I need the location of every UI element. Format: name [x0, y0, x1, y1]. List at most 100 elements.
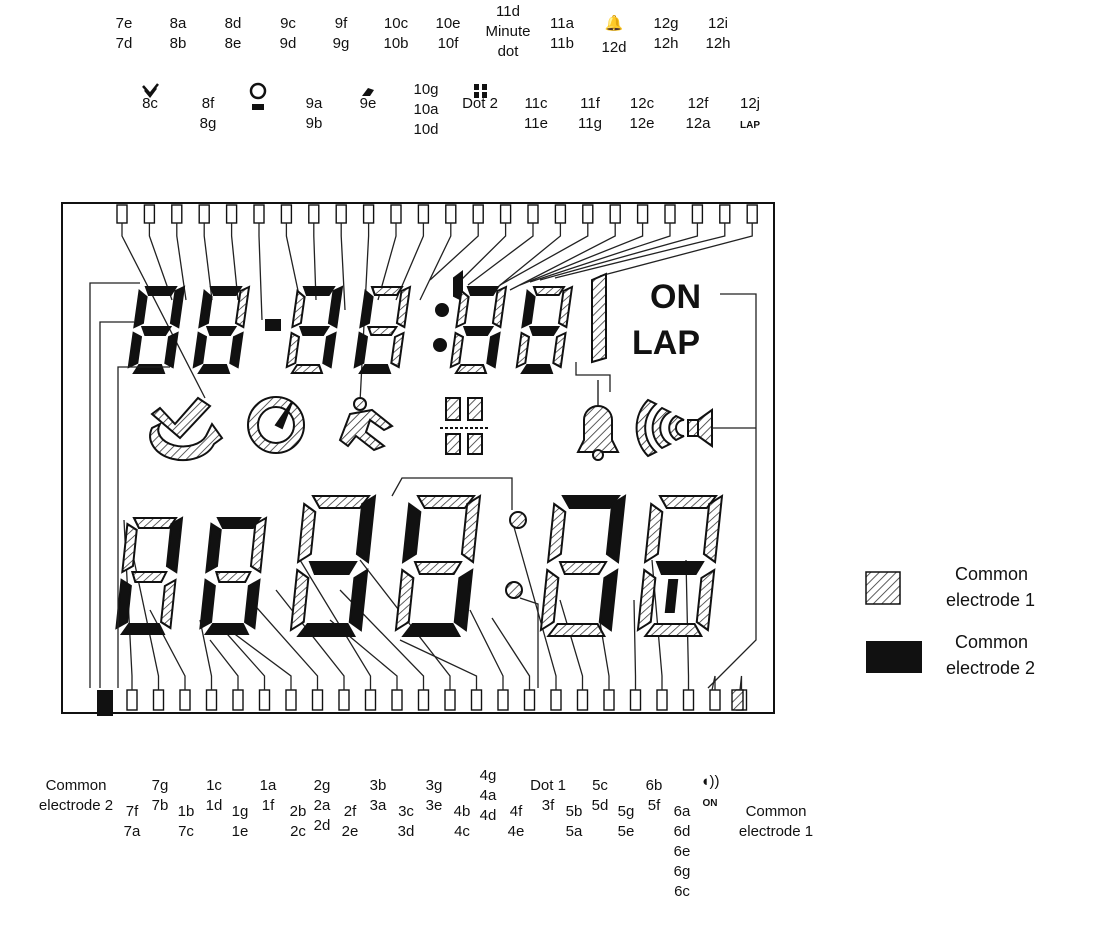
top-pin-label: 8f [202, 95, 215, 112]
bottom-pin [656, 689, 668, 711]
top-pin-label: 8e [225, 35, 242, 52]
top-pin-label: 10d [413, 121, 438, 138]
top-pin [280, 204, 293, 224]
chrono-glyph-icon [142, 83, 159, 99]
bottom-pin-label: 6e [674, 843, 691, 860]
bottom-pin-label: ON [703, 798, 718, 809]
bottom-pin [523, 689, 536, 711]
top-wire [529, 223, 671, 283]
bottom-pin-label: 5c [592, 777, 608, 794]
top-pin-label: 9g [333, 35, 350, 52]
top-pin [636, 204, 649, 224]
top-wire [519, 223, 644, 286]
bottom-pin-label: 7f [126, 803, 139, 820]
top-pin [198, 204, 210, 224]
top-pin-label: 9d [280, 35, 297, 52]
top-wire [599, 223, 753, 277]
bottom-wire [329, 619, 398, 690]
icon-row [149, 380, 756, 462]
bottom-pin [682, 689, 695, 711]
sound-icon [635, 398, 756, 458]
bottom-pin-label: 1c [206, 777, 222, 794]
bottom-pin-label: electrode 1 [739, 823, 813, 840]
top-pin-label: Dot 2 [462, 95, 498, 112]
runner-icon [338, 397, 394, 452]
stopwatch-glyph-icon [249, 82, 267, 100]
bottom-pin-label: 3d [398, 823, 415, 840]
bottom-wire [249, 599, 319, 690]
top-wire [285, 223, 301, 301]
top-pin-label: LAP [740, 120, 760, 131]
bottom-pin-label: 1g [232, 803, 249, 820]
bottom-pin [417, 689, 430, 711]
bottom-pin-label: 2f [344, 803, 357, 820]
bottom-pin-label: 2c [290, 823, 306, 840]
dot-1-upper [509, 511, 527, 529]
top-pin [225, 204, 238, 224]
bottom-pin-label: 6b [646, 777, 663, 794]
bottom-pin-label: 5b [566, 803, 583, 820]
top-pin-labels: 7e7d8a8b8d8e9c9d9f9g10c10b10e10f11dMinut… [116, 3, 761, 138]
sound-glyph-icon: ◖)) [700, 773, 719, 790]
top-wire [429, 223, 479, 281]
bottom-pin [364, 689, 377, 711]
bottom-pin-label: 7g [152, 777, 169, 794]
top-pin-label: 12d [601, 39, 626, 56]
bottom-pin-label: 3c [398, 803, 414, 820]
bottom-pin-label: 3a [370, 797, 387, 814]
bottom-pin-label: 3e [426, 797, 443, 814]
bottom-pin-label: 7c [178, 823, 194, 840]
top-pin [499, 204, 512, 224]
top-wire [176, 223, 187, 301]
bottom-wire [633, 599, 637, 690]
top-pin [554, 204, 567, 224]
bottom-pin-label: 6c [674, 883, 690, 900]
bottom-pin [444, 689, 456, 711]
bottom-wires [123, 519, 743, 691]
bottom-pin-label: 7a [124, 823, 141, 840]
legend-label-electrode-1-line-2: electrode 1 [946, 590, 1035, 610]
top-wire [230, 223, 239, 301]
bottom-pin-label: 5a [566, 823, 583, 840]
top-wire [419, 223, 452, 301]
top-pin-label: 9c [280, 15, 296, 32]
minute-dot-lower [433, 338, 447, 352]
common-electrode-1-pin [731, 689, 744, 711]
top-pin [253, 204, 265, 224]
upper-digit-8 [192, 285, 251, 374]
top-pin-label: 7e [116, 15, 133, 32]
top-pin [691, 204, 704, 224]
legend-label-electrode-1-line-1: Common [955, 564, 1028, 584]
upper-display: ON LAP [127, 270, 701, 374]
top-wire [487, 223, 562, 296]
bottom-pin-label: 4c [454, 823, 470, 840]
top-wire [258, 223, 263, 321]
bottom-pin-label: 1d [206, 797, 223, 814]
top-pin-label: 12f [688, 95, 710, 112]
top-pin [609, 204, 621, 224]
bottom-pin-label: 5e [618, 823, 635, 840]
lower-digit-3 [289, 494, 377, 637]
bottom-pin-label: Common [746, 803, 807, 820]
bottom-pin-label: Common [46, 777, 107, 794]
top-pin [308, 204, 320, 224]
bottom-pin-label: 2b [290, 803, 307, 820]
top-pin-label: 10b [383, 35, 408, 52]
top-pin-label: 12a [685, 115, 711, 132]
dot-1-lower [505, 581, 523, 599]
top-pin-label: 11d [496, 3, 520, 20]
segment-12j [591, 272, 607, 364]
bottom-pin-label: 7b [152, 797, 169, 814]
bottom-pin-label: 5g [618, 803, 635, 820]
bottom-wire [339, 589, 425, 690]
top-pin-label: 12h [653, 35, 678, 52]
top-pin-row [116, 204, 758, 224]
bottom-pin [470, 689, 483, 711]
bottom-pin [179, 689, 191, 711]
bottom-pin-label: 3b [370, 777, 387, 794]
bottom-pin [311, 689, 324, 711]
bottom-pin [126, 689, 138, 711]
common-electrode-2-pin [97, 690, 113, 716]
bottom-pin-label: 4g [480, 767, 497, 784]
